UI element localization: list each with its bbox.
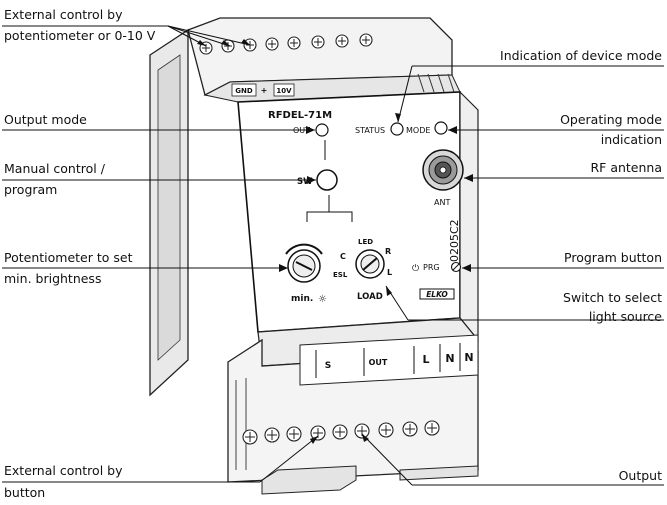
label-external-control-button-1: External control by [4, 463, 123, 478]
status-led [390, 122, 404, 136]
prg-label: PRG [423, 263, 440, 272]
label-external-control-button-2: button [4, 485, 45, 500]
label-manual-control-1: Manual control / [4, 161, 106, 176]
label-operating-mode-1: Operating mode [560, 112, 662, 127]
min-label: min. [291, 294, 313, 304]
load-label: LOAD [357, 292, 383, 302]
terminal-s: S [325, 361, 331, 371]
min-brightness-potentiometer[interactable] [285, 243, 323, 283]
power-icon: ⏻ [412, 263, 419, 274]
svg-text:ELKO: ELKO [426, 290, 448, 299]
terminal-10v: 10V [276, 87, 292, 95]
load-led: LED [358, 238, 373, 246]
label-switch-light-source-1: Switch to select [563, 290, 662, 305]
mode-led [434, 121, 448, 135]
load-esl: ESL [333, 271, 348, 279]
terminal-plus: + [261, 86, 268, 95]
sw-button[interactable] [316, 169, 338, 191]
label-external-control-potentiometer-1: External control by [4, 7, 123, 22]
label-switch-light-source-2: light source [589, 309, 662, 324]
mode-label: MODE [406, 126, 430, 135]
callout-labels: External control by potentiometer or 0-1… [4, 7, 662, 500]
bottom-terminal-labels: S OUT L N N [315, 343, 474, 378]
label-output: Output [619, 468, 663, 483]
serial-number: 0205C2 [448, 219, 461, 262]
load-switch[interactable] [355, 249, 385, 279]
sw-label: SW [297, 177, 313, 187]
label-output-mode: Output mode [4, 112, 87, 127]
terminal-out: OUT [369, 358, 388, 367]
rf-antenna-connector [422, 149, 464, 191]
terminal-n1: N [445, 352, 454, 365]
bottom-terminal-screws [242, 420, 440, 445]
label-external-control-potentiometer-2: potentiometer or 0-10 V [4, 28, 156, 43]
label-indication-device-mode: Indication of device mode [500, 48, 662, 63]
label-operating-mode-2: indication [601, 132, 662, 147]
label-potentiometer-1: Potentiometer to set [4, 250, 133, 265]
model-name: RFDEL-71M [268, 110, 332, 121]
top-terminal-labels: GND + 10V [231, 83, 295, 97]
terminal-gnd: GND [235, 87, 253, 95]
label-program-button: Program button [564, 250, 662, 265]
status-label: STATUS [355, 126, 385, 135]
sun-icon: ☼ [318, 294, 327, 305]
leader-lines [2, 25, 664, 486]
out-led [315, 123, 329, 137]
ant-label: ANT [434, 198, 450, 207]
label-potentiometer-2: min. brightness [4, 271, 101, 286]
arrowheads [197, 39, 473, 444]
load-r: R [385, 247, 391, 256]
terminal-n2: N [464, 351, 473, 364]
load-l: L [387, 268, 392, 277]
label-rf-antenna: RF antenna [590, 160, 662, 175]
elko-logo [419, 288, 455, 300]
label-manual-control-2: program [4, 182, 57, 197]
terminal-l: L [422, 353, 429, 366]
din-rail-device: GND + 10V [149, 17, 479, 495]
load-c: C [340, 252, 346, 261]
